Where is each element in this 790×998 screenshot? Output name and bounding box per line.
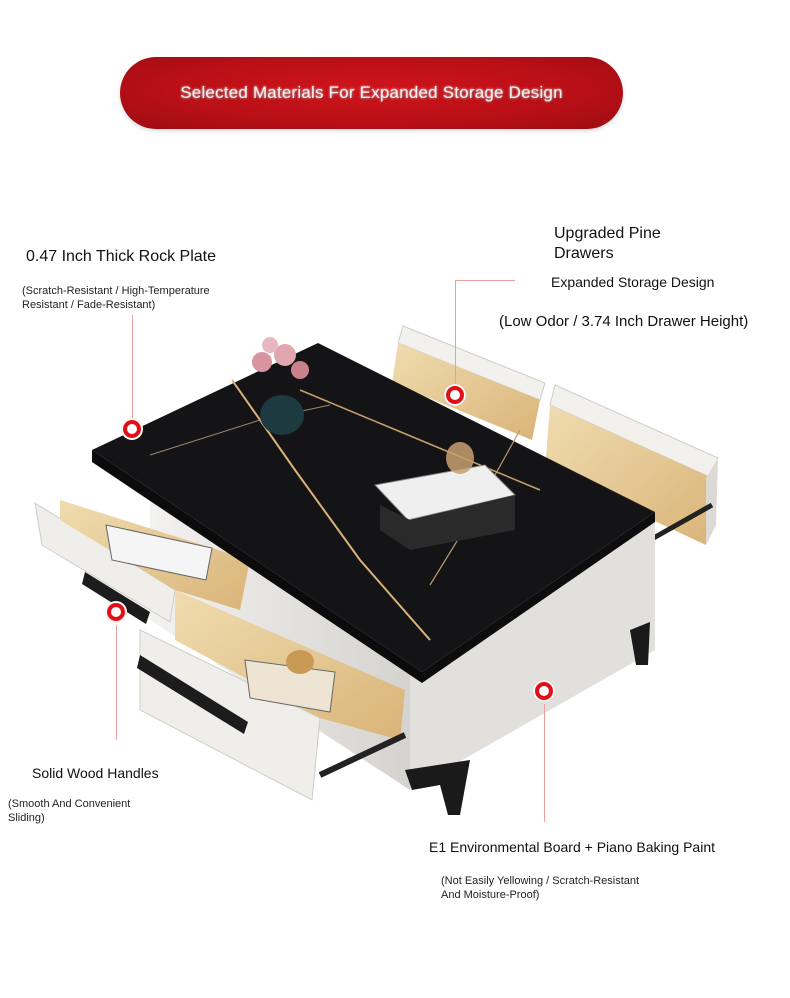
rock-plate-leader	[132, 315, 133, 423]
drawer-handles	[82, 572, 248, 734]
table-decor	[252, 337, 516, 550]
board-marker	[533, 680, 555, 702]
handles-leader	[116, 625, 117, 740]
pine-drawers-leader-h	[455, 280, 515, 281]
board-title: E1 Environmental Board + Piano Baking Pa…	[429, 839, 716, 855]
handles-detail-2: Sliding)	[8, 812, 45, 824]
pine-drawers-leader-v	[455, 280, 456, 388]
handles-title: Solid Wood Handles	[32, 765, 159, 781]
rock-plate-top	[92, 343, 655, 683]
board-detail-2: And Moisture-Proof)	[441, 889, 540, 901]
rock-plate-title: 0.47 Inch Thick Rock Plate	[26, 248, 217, 265]
pine-drawers-title-2: Drawers	[554, 245, 614, 262]
pine-drawers-subtitle: Expanded Storage Design	[551, 274, 715, 290]
board-leader	[544, 704, 545, 822]
pine-drawers-detail: (Low Odor / 3.74 Inch Drawer Height)	[499, 313, 749, 330]
rock-plate-detail-2: Resistant / Fade-Resistant)	[22, 299, 156, 311]
rock-plate-marker	[121, 418, 143, 440]
board-detail-1: (Not Easily Yellowing / Scratch-Resistan…	[441, 875, 640, 887]
handles-marker	[105, 601, 127, 623]
pine-drawers-marker	[444, 384, 466, 406]
pine-drawers-title-1: Upgraded Pine	[554, 225, 661, 242]
header-banner	[120, 57, 623, 129]
back-right-drawers	[392, 325, 719, 545]
handles-detail-1: (Smooth And Convenient	[8, 798, 131, 810]
banner-title: Selected Materials For Expanded Storage …	[180, 83, 563, 102]
table-legs	[405, 622, 650, 815]
rock-plate-detail-1: (Scratch-Resistant / High-Temperature	[22, 285, 210, 297]
